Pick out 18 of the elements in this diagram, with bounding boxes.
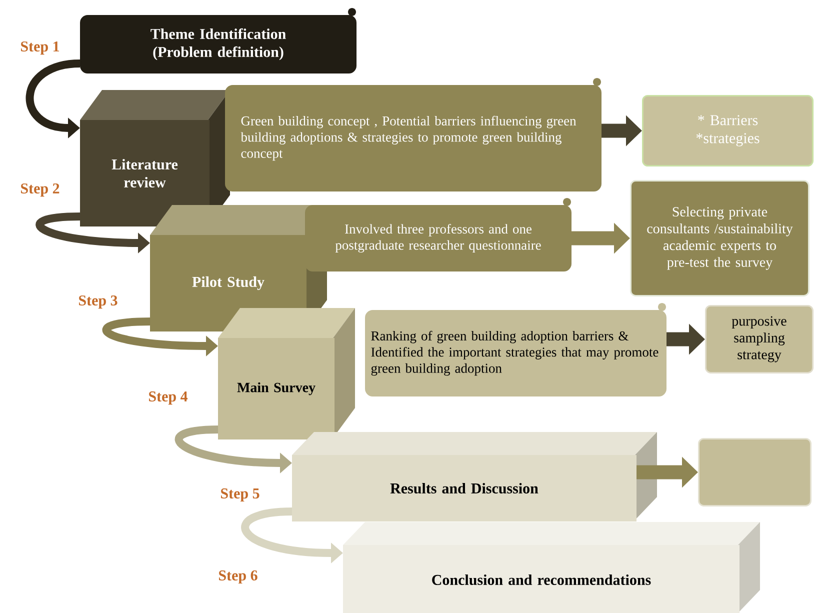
- cube-block: Literature review: [80, 90, 230, 226]
- slab-block: Conclusion and recommendations: [343, 522, 760, 613]
- step-label: Step 4: [149, 391, 188, 405]
- slab-block: Results and Discussion: [292, 432, 657, 522]
- step-label: Step 1: [21, 41, 60, 55]
- step-label: Step 6: [219, 570, 258, 584]
- result-box: [698, 438, 812, 506]
- step-label: Step 3: [79, 295, 118, 309]
- scroll-banner: Theme Identification (Problem definition): [80, 8, 356, 74]
- result-box: Selecting private consultants /sustainability academic experts to pre-test the survey: [630, 180, 810, 296]
- step-label: Step 2: [21, 183, 60, 197]
- step-label: Step 5: [221, 488, 260, 502]
- cube-block: Main Survey: [218, 308, 355, 440]
- scroll-banner: Involved three professors and one postgraduate researcher questionnaire: [305, 198, 572, 272]
- result-box: * Barriers *strategies: [642, 95, 814, 166]
- scroll-banner: Green building concept , Potential barriers influencing green building adoptions & strategies to promote green building concept: [225, 78, 602, 192]
- result-box: purposive sampling strategy: [705, 305, 814, 374]
- scroll-banner: Ranking of green building adoption barriers & Identified the important strategies that may promote green building adoption: [365, 303, 666, 396]
